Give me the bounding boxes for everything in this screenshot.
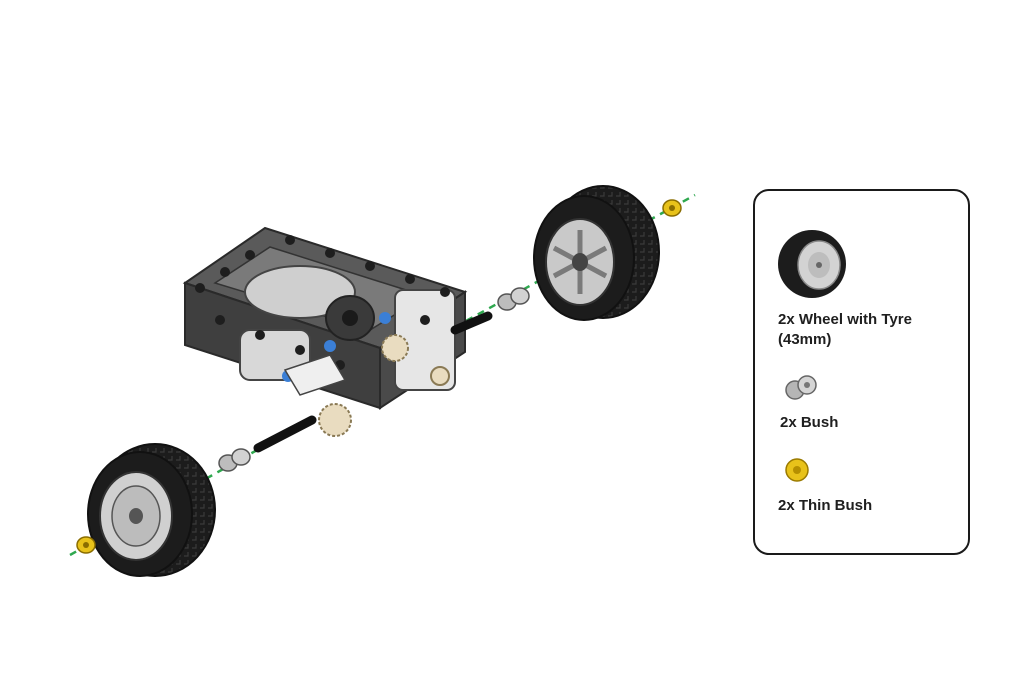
bush-left	[218, 448, 251, 472]
thin-bush-icon	[785, 458, 809, 482]
chassis-assembly	[182, 226, 493, 453]
bush-icon	[785, 375, 817, 400]
part-label-thin-bush: 2x Thin Bush	[778, 497, 873, 514]
wheel-with-tyre-icon	[778, 230, 846, 298]
wheel-left	[87, 443, 216, 577]
part-label-wheel: 2x Wheel with Tyre	[778, 311, 912, 328]
wheel-right	[533, 185, 660, 321]
bush-right	[497, 287, 530, 311]
thin-bush-right	[662, 199, 682, 217]
part-label-bush: 2x Bush	[780, 414, 839, 431]
part-detail-wheel: (43mm)	[778, 331, 832, 348]
thin-bush-left	[76, 536, 96, 554]
